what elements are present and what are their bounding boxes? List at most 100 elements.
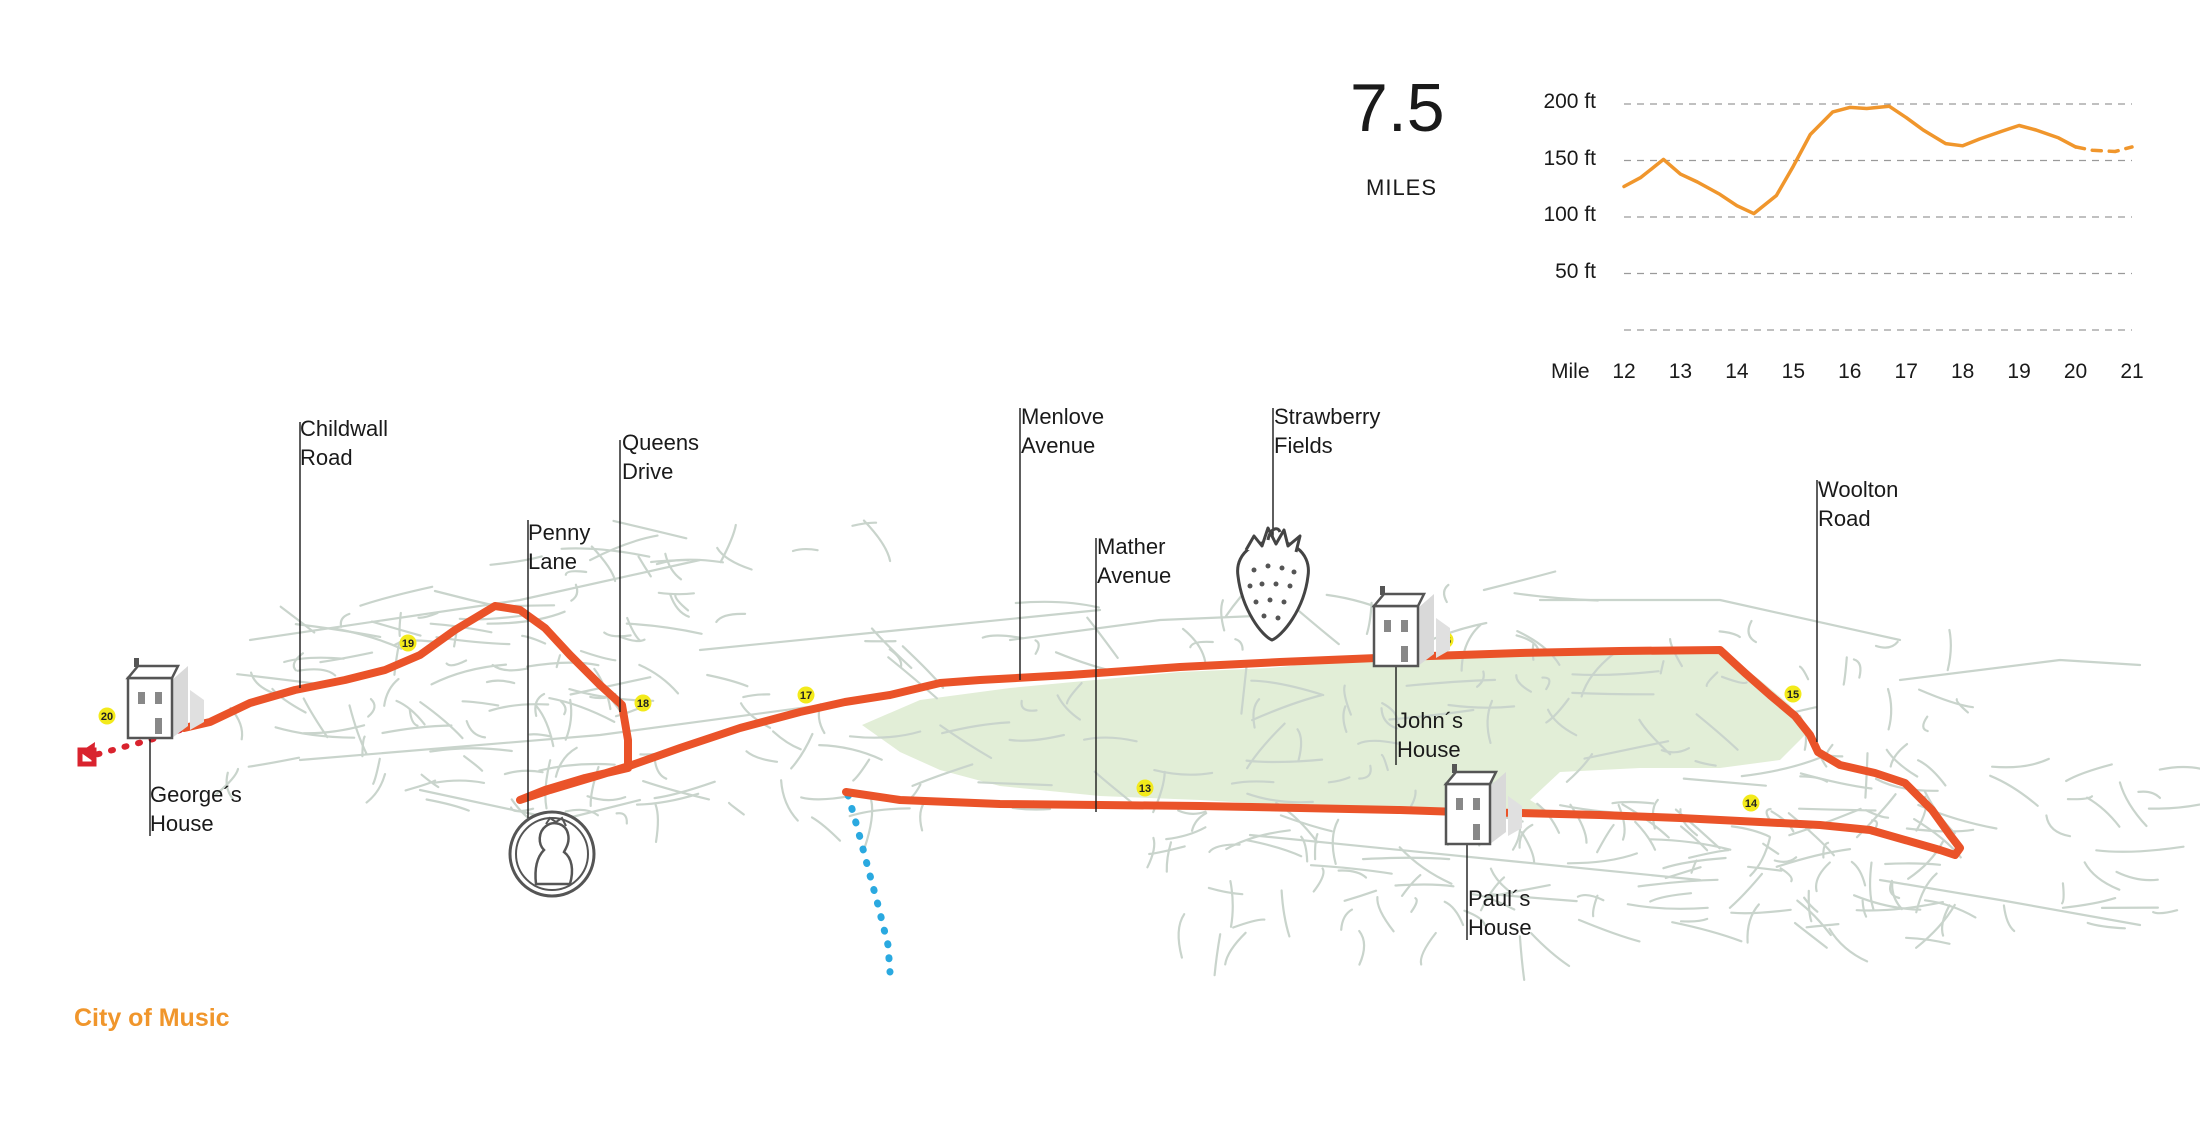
street-segment	[1918, 688, 1974, 709]
street-segment	[851, 521, 878, 527]
street-segment	[1991, 757, 2050, 769]
street-segment	[1229, 880, 1234, 928]
street-segment	[1922, 715, 1929, 733]
street-segment	[1728, 872, 1763, 909]
street-segment	[554, 746, 578, 778]
street-segment	[1447, 703, 1516, 709]
street-segment	[2061, 897, 2117, 909]
mile-marker-label: 17	[800, 690, 812, 702]
street-segment	[488, 703, 550, 712]
street-segment	[1515, 674, 1532, 693]
street-segment	[1190, 812, 1208, 832]
street-segment	[1388, 708, 1475, 721]
street-segment	[1637, 878, 1719, 888]
street-segment	[590, 545, 617, 583]
street-segment	[1224, 931, 1247, 966]
label-line: Road	[300, 445, 353, 470]
street-segment	[1394, 883, 1455, 888]
chart-y-tick-label: 200 ft	[1543, 90, 1596, 113]
street-segment	[1773, 856, 1798, 863]
street-segment	[1884, 862, 1942, 866]
street-segment	[706, 673, 749, 688]
chart-y-tick-label: 50 ft	[1555, 259, 1596, 283]
label-line: House	[150, 811, 214, 836]
label-line: Road	[1818, 506, 1871, 531]
street-segment	[698, 608, 1102, 652]
street-segment	[1518, 935, 1526, 981]
street-segment	[1207, 886, 1244, 896]
street-segment	[1803, 896, 1819, 913]
street-segment	[564, 570, 588, 576]
street-segment	[863, 798, 874, 850]
street-segment	[2115, 870, 2159, 882]
street-segment	[1798, 807, 1877, 812]
street-segment	[1482, 570, 1557, 592]
street-segment	[1443, 583, 1450, 604]
street-segment	[513, 604, 556, 607]
street-segment	[1337, 869, 1368, 879]
street-segment	[939, 724, 993, 759]
street-segment	[1793, 921, 1828, 949]
street-segment	[1146, 836, 1156, 869]
street-segment	[560, 700, 567, 716]
street-segment	[1476, 670, 1485, 688]
street-segment	[1889, 879, 1901, 900]
street-segment	[1815, 861, 1831, 893]
street-segment	[1291, 604, 1340, 646]
street-segment	[716, 546, 753, 571]
street-segment	[1234, 638, 1244, 651]
street-segment	[1695, 713, 1739, 751]
street-segment	[1638, 718, 1672, 756]
street-segment	[1617, 803, 1626, 841]
street-segment	[848, 730, 922, 739]
street-segment	[1491, 893, 1578, 903]
street-segment	[1343, 684, 1352, 716]
mile-marker	[1742, 794, 1760, 812]
street-segment	[2061, 882, 2065, 905]
street-segment	[715, 612, 747, 624]
street-segment	[1822, 841, 1830, 859]
street-segment	[625, 622, 703, 635]
street-segment	[674, 594, 690, 612]
street-segment	[334, 627, 403, 650]
street-segment	[1300, 835, 1309, 863]
street-segment	[1376, 896, 1395, 933]
street-segment	[1775, 848, 1852, 868]
street-segment	[381, 724, 453, 735]
street-segment	[560, 547, 651, 558]
mile-marker-label: 13	[1139, 783, 1151, 795]
street-segment	[1365, 601, 1373, 635]
mile-marker	[98, 707, 116, 725]
label-line: Queens	[622, 430, 700, 455]
street-segment	[1828, 927, 1869, 963]
street-segment	[657, 591, 695, 596]
street-segment	[534, 692, 546, 717]
street-segment	[1705, 671, 1719, 687]
street-segment	[1688, 849, 1730, 859]
street-segment	[1520, 831, 1536, 864]
street-segment	[589, 534, 659, 562]
street-segment	[1419, 931, 1437, 966]
street-segment	[818, 744, 883, 761]
street-segment	[626, 616, 642, 642]
street-segment	[1905, 936, 1951, 945]
chart-x-tick-label: 19	[2007, 360, 2031, 383]
street-segment	[1885, 748, 1919, 778]
street-segment	[302, 724, 366, 735]
street-segment	[1805, 923, 1840, 929]
street-segment	[2152, 909, 2179, 915]
street-segment	[1861, 899, 1868, 918]
street-segment	[742, 693, 771, 699]
street-segment	[1410, 897, 1418, 913]
street-segment	[1312, 867, 1325, 893]
street-segment	[908, 783, 922, 800]
street-segment	[1649, 892, 1693, 903]
street-network	[215, 519, 2200, 981]
street-segment	[1659, 660, 1665, 675]
street-segment	[810, 816, 842, 842]
street-segment	[911, 763, 974, 787]
street-segment	[489, 555, 543, 566]
street-segment	[1056, 694, 1081, 721]
street-segment	[1690, 859, 1698, 874]
street-segment	[1898, 658, 2142, 682]
